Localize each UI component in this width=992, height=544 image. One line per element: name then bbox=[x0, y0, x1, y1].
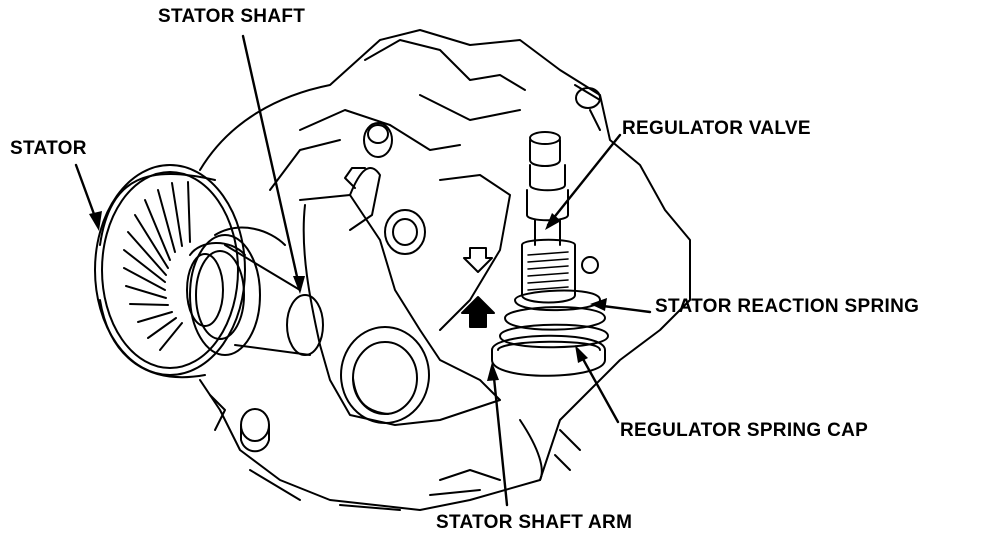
label-regulator-spring-cap: REGULATOR SPRING CAP bbox=[620, 420, 869, 441]
regulator-valve-leader bbox=[546, 133, 622, 227]
stator-shaft-arm-leader bbox=[491, 366, 509, 507]
stator-shaft-arrowhead bbox=[293, 276, 305, 294]
stator-shaft-arm-arrowhead bbox=[487, 362, 499, 381]
leader-arrowheads bbox=[89, 211, 607, 381]
stator-reaction-spring bbox=[499, 289, 609, 349]
label-stator-shaft-arm: STATOR SHAFT ARM bbox=[436, 512, 633, 533]
transmission-housing bbox=[199, 29, 691, 511]
regulator-spring-cap bbox=[491, 334, 606, 377]
up-arrow-mark bbox=[461, 296, 495, 328]
stator-shaft-arm bbox=[299, 167, 501, 426]
label-stator: STATOR bbox=[10, 138, 87, 159]
regulator-valve-arrowhead bbox=[545, 213, 561, 230]
stator-arrowhead bbox=[89, 211, 102, 231]
stator-shaft bbox=[186, 226, 324, 356]
label-stator-shaft: STATOR SHAFT bbox=[158, 6, 306, 27]
stator-reaction-spring-arrowhead bbox=[590, 298, 607, 311]
label-stator-reaction-spring: STATOR REACTION SPRING bbox=[655, 296, 920, 317]
regulator-spring-cap-arrowhead bbox=[575, 345, 588, 363]
regulator-valve bbox=[521, 131, 599, 304]
label-regulator-valve: REGULATOR VALVE bbox=[622, 118, 811, 139]
regulator-spring-cap-leader bbox=[576, 348, 620, 424]
stator-shaft-leader bbox=[241, 34, 302, 292]
stator-wheel bbox=[94, 164, 246, 379]
